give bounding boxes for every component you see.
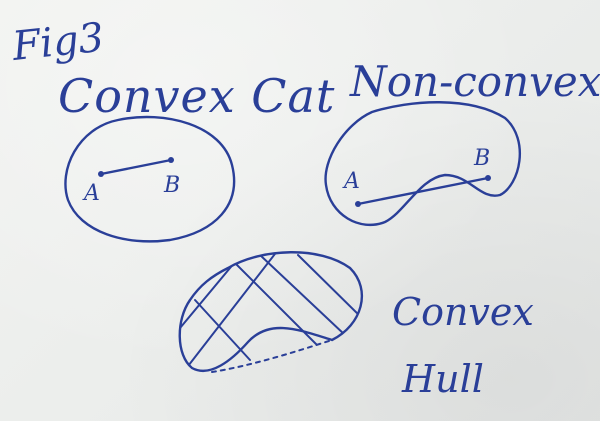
figure-label: Fig3 <box>9 15 106 70</box>
convex-point-b <box>168 157 174 163</box>
nonconvex-title: Non-convex Cat <box>349 57 600 106</box>
hull-dashed-edge <box>211 339 333 373</box>
hull-label-line1: Convex <box>392 290 534 334</box>
hull-panel: Convex Hull <box>178 251 534 401</box>
nonconvex-point-a <box>355 201 361 207</box>
nonconvex-label-b: B <box>473 146 490 171</box>
convex-segment-ab <box>99 158 173 176</box>
hull-label-line2: Hull <box>401 357 484 401</box>
convex-label-b: B <box>163 173 180 198</box>
convex-point-a <box>98 171 104 177</box>
convex-label-a: A <box>82 181 100 206</box>
nonconvex-panel: Non-convex Cat A B <box>324 57 600 227</box>
convex-title: Convex Cat <box>58 69 335 123</box>
hull-hatching <box>178 252 362 371</box>
convex-panel: Convex Cat A B <box>58 69 335 243</box>
nonconvex-blob <box>324 101 521 227</box>
nonconvex-point-b <box>485 175 491 181</box>
nonconvex-label-a: A <box>342 169 360 194</box>
hull-outline <box>178 251 364 373</box>
nonconvex-segment-ab <box>356 176 490 206</box>
convex-blob <box>64 115 236 243</box>
